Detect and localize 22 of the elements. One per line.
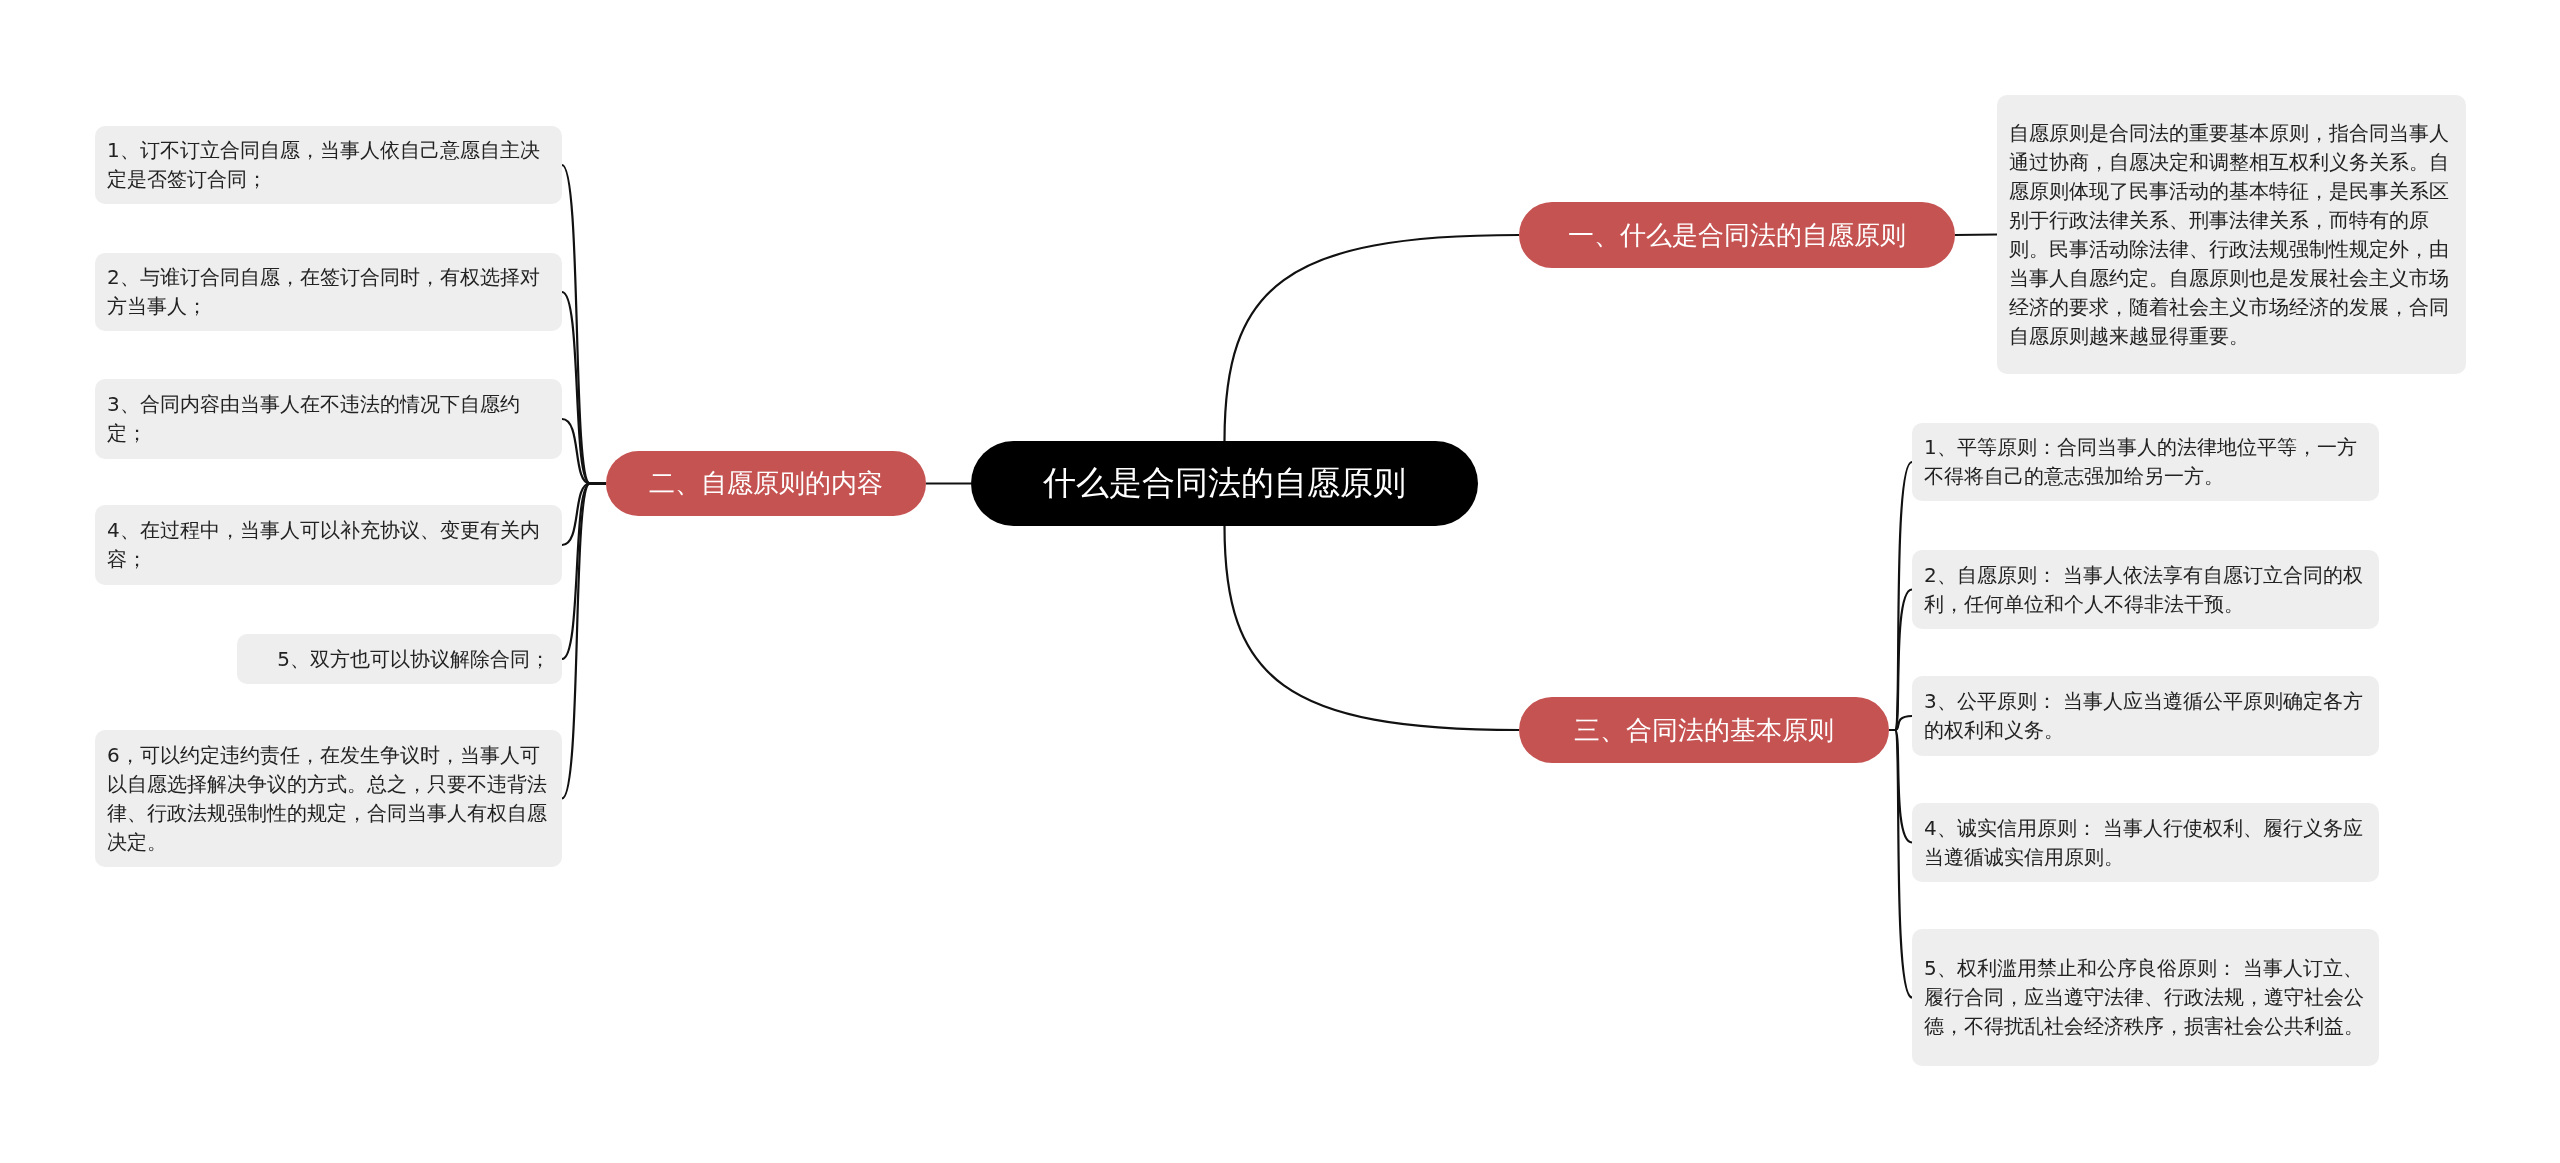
note-box: 2、自愿原则： 当事人依法享有自愿订立合同的权利，任何单位和个人不得非法干预。 [1912, 550, 2379, 629]
central-topic: 什么是合同法的自愿原则 [971, 441, 1478, 526]
topic-pill: 一、什么是合同法的自愿原则 [1519, 202, 1955, 268]
topic-pill: 二、自愿原则的内容 [606, 451, 926, 516]
connector-line [561, 482, 606, 800]
note-box: 3、公平原则： 当事人应当遵循公平原则确定各方的权利和义务。 [1912, 676, 2379, 756]
note-box: 2、与谁订合同自愿，在签订合同时，有权选择对方当事人； [95, 253, 562, 331]
note-box: 自愿原则是合同法的重要基本原则，指合同当事人通过协商，自愿决定和调整相互权利义务关系。自愿原则体现了民事活动的基本特征，是民事关系区别于行政法律关系、刑事法律关系，而特有的原则。民事活动除法律、行政法规强制性规定外，由当事人自愿约定。自愿原则也是发展社会主义市场经济的要求，随着社会主义市场经济的发展，合同自愿原则越来越显得重要。 [1997, 95, 2466, 374]
note-box: 5、双方也可以协议解除合同； [237, 634, 562, 684]
connector-line [926, 482, 971, 485]
note-box: 5、权利滥用禁止和公序良俗原则： 当事人订立、履行合同，应当遵守法律、行政法规，遵守社会公德，不得扰乱社会经济秩序，损害社会公共利益。 [1912, 929, 2379, 1066]
connector-line [1223, 525, 1520, 732]
topic-pill: 三、合同法的基本原则 [1519, 697, 1889, 763]
connector-line [1955, 233, 1997, 237]
note-box: 4、在过程中，当事人可以补充协议、变更有关内容； [95, 505, 562, 585]
note-box: 4、诚实信用原则： 当事人行使权利、履行义务应当遵循诚实信用原则。 [1912, 803, 2379, 882]
note-box: 3、合同内容由当事人在不违法的情况下自愿约定； [95, 379, 562, 459]
note-box: 6，可以约定违约责任，在发生争议时，当事人可以自愿选择解决争议的方式。总之，只要不违背法律、行政法规强制性的规定，合同当事人有权自愿决定。 [95, 730, 562, 867]
connector-line [1223, 233, 1520, 442]
connector-line [1889, 728, 1913, 999]
note-box: 1、平等原则：合同当事人的法律地位平等，一方不得将自己的意志强加给另一方。 [1912, 423, 2379, 501]
note-box: 1、订不订立合同自愿，当事人依自己意愿自主决定是否签订合同； [95, 126, 562, 204]
